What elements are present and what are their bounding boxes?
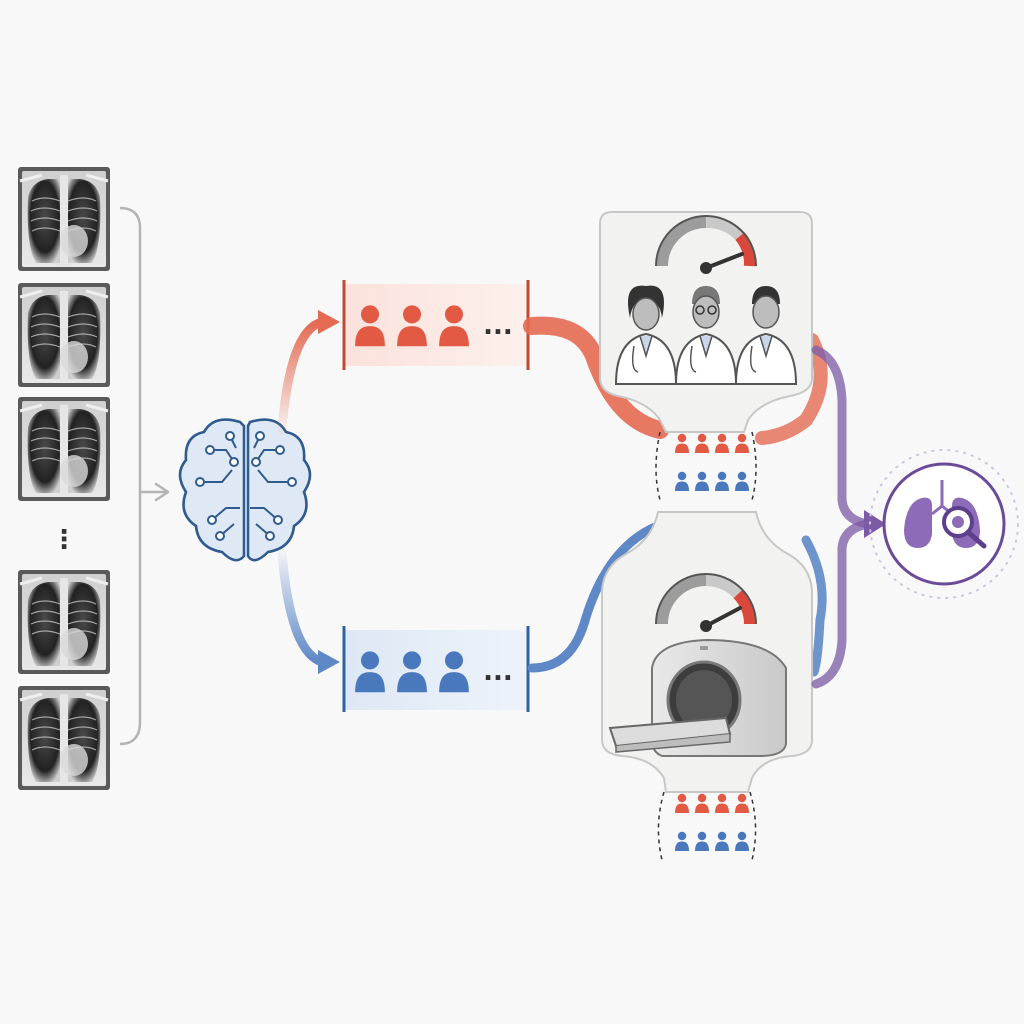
blue-patient-group: ...	[342, 626, 530, 712]
input-bracket	[119, 206, 170, 746]
person-icon	[695, 831, 709, 851]
red-path-to-group	[277, 310, 340, 435]
doctor-icon	[674, 286, 738, 385]
red-flow-to-radiologists	[523, 316, 828, 445]
person-icon	[735, 831, 749, 851]
person-icon	[715, 793, 729, 813]
radiologist-funnel-red-people	[675, 433, 749, 453]
ct-funnel-blue-people	[675, 831, 749, 851]
person-icon	[695, 471, 709, 491]
doctor-icon	[614, 285, 678, 385]
radiologist-funnel-blue-people	[675, 471, 749, 491]
person-icon	[675, 433, 689, 453]
speedometer-gauge-icon	[655, 215, 757, 274]
diagnosis-outcome	[869, 449, 1019, 599]
red-group-ellipsis: ...	[483, 311, 513, 341]
doctor-icon	[734, 286, 798, 385]
radiologist-panel	[599, 211, 813, 501]
person-icon	[735, 793, 749, 813]
xray-column: ⋮	[18, 167, 110, 790]
ct-scanner-icon	[608, 638, 787, 757]
neural-brain-icon	[178, 418, 312, 562]
person-icon	[675, 831, 689, 851]
person-icon	[695, 793, 709, 813]
person-icon	[715, 471, 729, 491]
purple-merge-arrows	[811, 345, 886, 689]
person-icon	[735, 471, 749, 491]
person-icon	[715, 831, 729, 851]
ct-panel	[601, 511, 813, 861]
blue-group-ellipsis: ...	[483, 657, 513, 687]
vertical-ellipsis: ⋮	[51, 525, 77, 555]
chest-xray-icon[interactable]	[18, 397, 110, 501]
red-patient-group: ...	[342, 280, 530, 370]
person-icon	[715, 433, 729, 453]
blue-path-to-group	[277, 547, 340, 674]
blue-flow-to-ct	[527, 517, 827, 677]
chest-xray-icon[interactable]	[18, 686, 110, 790]
speedometer-gauge-icon	[655, 573, 757, 632]
radiologist-group	[614, 285, 798, 385]
chest-xray-icon[interactable]	[18, 570, 110, 674]
chest-xray-icon[interactable]	[18, 167, 110, 271]
ct-funnel-red-people	[675, 793, 749, 813]
person-icon	[675, 793, 689, 813]
person-icon	[735, 433, 749, 453]
person-icon	[675, 471, 689, 491]
lungs-magnifier-icon	[904, 480, 987, 549]
chest-xray-icon[interactable]	[18, 283, 110, 387]
person-icon	[695, 433, 709, 453]
